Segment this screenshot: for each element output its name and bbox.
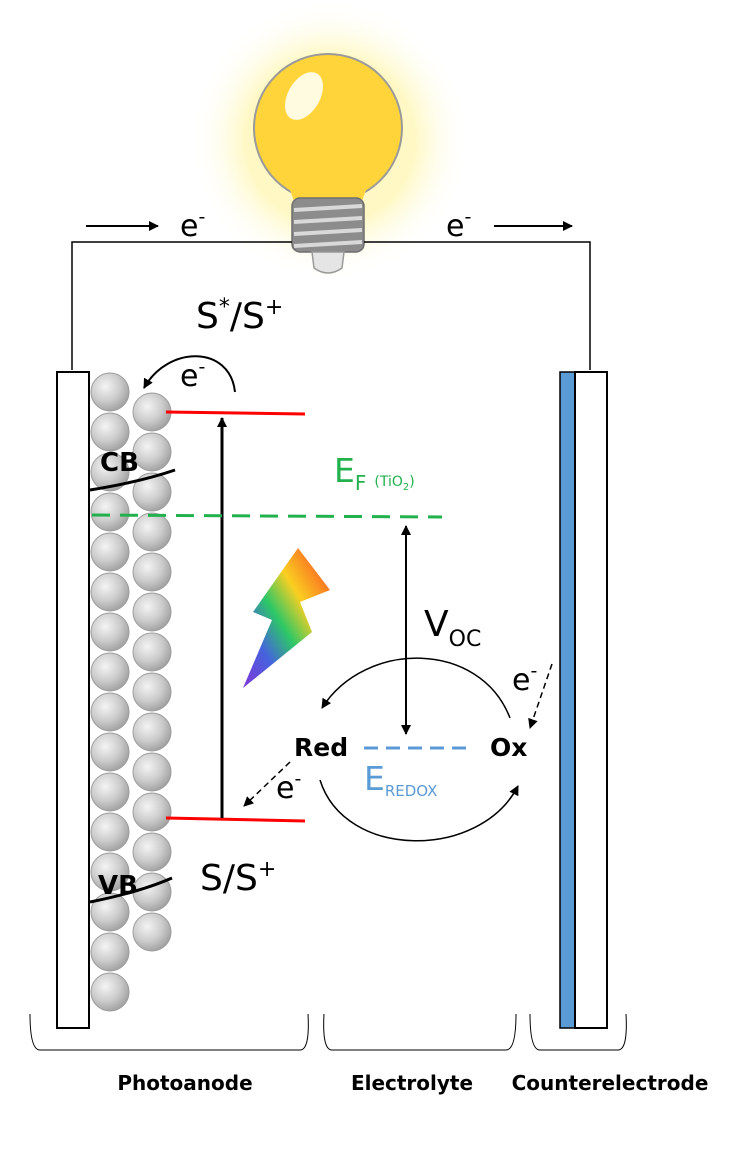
- electron-label-right: e-: [446, 206, 471, 244]
- counter-electron-label: e-: [512, 660, 537, 698]
- reduction-arc-arrow: [319, 779, 519, 842]
- nanoparticle: [132, 712, 172, 752]
- nanoparticle: [90, 852, 130, 892]
- fermi-level-label: EF(TiO2): [334, 451, 415, 495]
- nanoparticle: [90, 612, 130, 652]
- nanoparticle: [132, 512, 172, 552]
- nanoparticle: [90, 732, 130, 772]
- counterelectrode-bracket: [529, 1013, 627, 1051]
- nanoparticle: [132, 632, 172, 672]
- counter-electrode-catalyst: [559, 371, 576, 1029]
- vb-label: VB: [98, 871, 138, 901]
- nanoparticle: [90, 452, 130, 492]
- photoanode-bracket: [29, 1013, 309, 1051]
- cb-label: CB: [100, 448, 139, 478]
- electron-label-left: e-: [180, 206, 205, 244]
- nanoparticle: [90, 972, 130, 1012]
- photoanode-glass: [56, 371, 90, 1029]
- nanoparticle: [132, 392, 172, 432]
- nanoparticle: [132, 912, 172, 952]
- counter-electrode-glass: [574, 371, 608, 1029]
- vb-band-edge: [89, 876, 173, 904]
- nanoparticle: [132, 552, 172, 592]
- nanoparticle: [132, 592, 172, 632]
- ground-state-level: [165, 816, 306, 823]
- rainbow-lightning-icon: [243, 548, 330, 688]
- excited-state-label: S*/S+: [196, 295, 283, 337]
- injection-electron-label: e-: [180, 356, 205, 394]
- ox-label: Ox: [490, 733, 527, 762]
- nanoparticle: [132, 752, 172, 792]
- excited-state-level: [165, 410, 306, 416]
- nanoparticle: [132, 792, 172, 832]
- nanoparticle: [90, 372, 130, 412]
- ground-state-label: S/S+: [200, 857, 276, 899]
- external-circuit: [71, 241, 591, 370]
- red-label: Red: [294, 733, 348, 762]
- nanoparticle: [90, 692, 130, 732]
- nanoparticle: [90, 892, 130, 932]
- nanoparticle: [90, 772, 130, 812]
- nanoparticle: [132, 432, 172, 472]
- electrolyte-label: Electrolyte: [351, 1071, 473, 1095]
- oxidation-arc-arrow: [321, 657, 511, 719]
- nanoparticle: [90, 532, 130, 572]
- nanoparticle: [90, 412, 130, 452]
- tio2-nanoparticles: [90, 372, 172, 1012]
- nanoparticle: [90, 652, 130, 692]
- injection-arrow: [143, 355, 236, 393]
- nanoparticle: [132, 472, 172, 512]
- photoanode-label: Photoanode: [117, 1071, 252, 1095]
- counter-electrode-transfer-arrow: [528, 663, 553, 729]
- nanoparticle: [132, 832, 172, 872]
- fermi-level-line: [91, 513, 443, 519]
- nanoparticle: [90, 572, 130, 612]
- dye-regeneration-arrow: [243, 761, 291, 807]
- nanoparticle: [132, 672, 172, 712]
- light-bulb-icon: [190, 0, 470, 280]
- redox-level-label: EREDOX: [364, 759, 437, 800]
- nanoparticle: [90, 492, 130, 532]
- regeneration-electron-label: e-: [276, 768, 301, 806]
- electrolyte-bracket: [323, 1013, 517, 1051]
- nanoparticle: [90, 932, 130, 972]
- counterelectrode-label: Counterelectrode: [512, 1071, 709, 1095]
- nanoparticle: [132, 872, 172, 912]
- cb-band-edge: [89, 468, 176, 492]
- voc-label: VOC: [424, 604, 481, 652]
- nanoparticle: [90, 812, 130, 852]
